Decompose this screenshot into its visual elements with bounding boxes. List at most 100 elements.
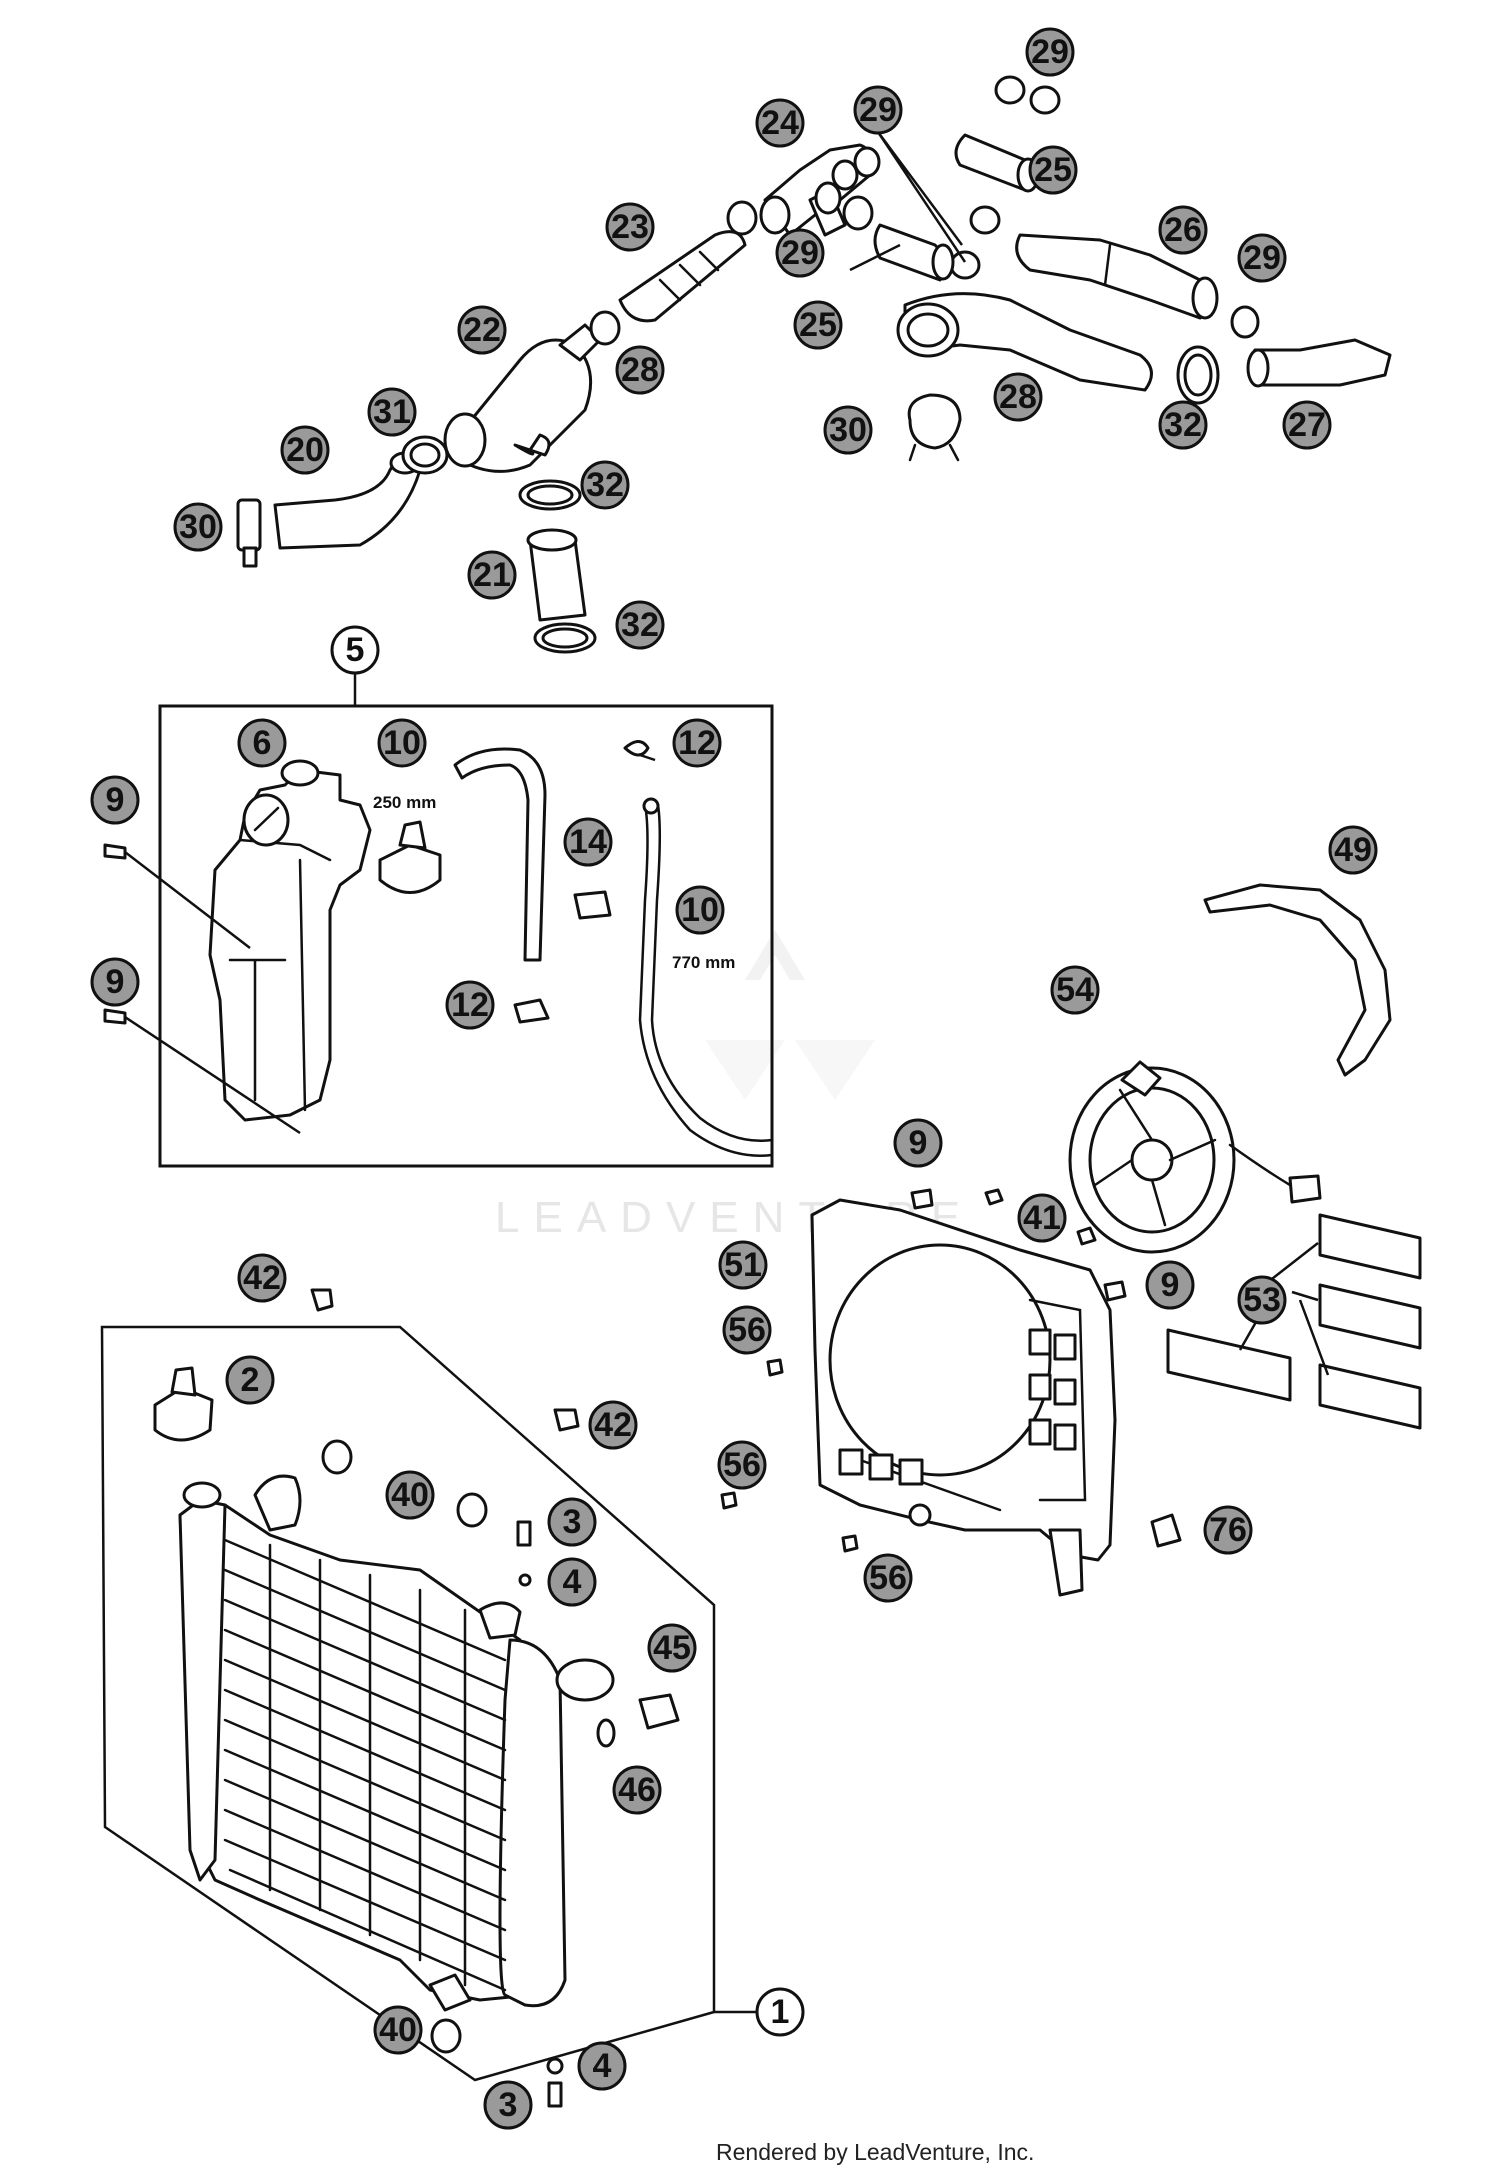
callout-12-upper: 12 <box>672 718 722 768</box>
dimension-label-770: 770 mm <box>672 953 735 972</box>
callout-27: 27 <box>1282 400 1332 450</box>
callout-56-lower: 56 <box>863 1553 913 1603</box>
callout-40-lower: 40 <box>373 2005 423 2055</box>
svg-text:9: 9 <box>909 1124 928 1162</box>
svg-text:10: 10 <box>383 724 421 762</box>
svg-text:24: 24 <box>761 104 799 142</box>
svg-text:41: 41 <box>1023 1199 1061 1237</box>
svg-text:29: 29 <box>1243 239 1281 277</box>
svg-text:2: 2 <box>241 1361 260 1399</box>
svg-text:12: 12 <box>678 724 716 762</box>
watermark-logo-icon <box>705 930 875 1100</box>
svg-text:9: 9 <box>1161 1266 1180 1304</box>
callout-25-lower: 25 <box>793 300 843 350</box>
callout-3-upper: 3 <box>547 1497 597 1547</box>
svg-text:9: 9 <box>106 963 125 1001</box>
svg-text:9: 9 <box>106 781 125 819</box>
callout-30-right: 30 <box>823 405 873 455</box>
callout-32-lower: 32 <box>615 600 665 650</box>
svg-text:28: 28 <box>621 351 659 389</box>
callout-12-lower: 12 <box>445 980 495 1030</box>
callout-2: 2 <box>225 1355 275 1405</box>
callout-56-upper: 56 <box>722 1305 772 1355</box>
svg-text:20: 20 <box>286 431 324 469</box>
svg-text:5: 5 <box>346 631 365 669</box>
callout-10-upper: 10 <box>377 718 427 768</box>
svg-text:76: 76 <box>1209 1511 1247 1549</box>
callout-1: 1 <box>755 1987 805 2037</box>
callout-29-top: 29 <box>1025 27 1075 77</box>
callout-26: 26 <box>1158 205 1208 255</box>
svg-text:32: 32 <box>621 606 659 644</box>
svg-text:46: 46 <box>618 1771 656 1809</box>
svg-text:42: 42 <box>243 1259 281 1297</box>
callout-42-lower: 42 <box>588 1400 638 1450</box>
callout-20: 20 <box>280 425 330 475</box>
callout-10-lower: 10 <box>675 885 725 935</box>
svg-text:26: 26 <box>1164 211 1202 249</box>
svg-text:30: 30 <box>829 411 867 449</box>
svg-text:56: 56 <box>869 1559 907 1597</box>
svg-text:22: 22 <box>463 311 501 349</box>
radiator-fins <box>223 1538 507 1992</box>
callout-45: 45 <box>647 1623 697 1673</box>
svg-text:40: 40 <box>379 2011 417 2049</box>
callout-32-right: 32 <box>1158 400 1208 450</box>
callout-29-mid: 29 <box>775 228 825 278</box>
svg-text:6: 6 <box>253 724 272 762</box>
callout-9-fan-top: 9 <box>893 1118 943 1168</box>
svg-text:4: 4 <box>593 2047 612 2085</box>
svg-text:1: 1 <box>771 1993 790 2031</box>
svg-text:42: 42 <box>594 1406 632 1444</box>
svg-text:23: 23 <box>611 208 649 246</box>
callout-29-upper: 29 <box>853 85 903 135</box>
svg-text:25: 25 <box>1034 151 1072 189</box>
callout-23: 23 <box>605 202 655 252</box>
dimension-label-250: 250 mm <box>373 793 436 812</box>
callout-9-lower-left: 9 <box>90 957 140 1007</box>
svg-text:45: 45 <box>653 1629 691 1667</box>
svg-text:29: 29 <box>1031 33 1069 71</box>
callout-9-fan-right: 9 <box>1145 1260 1195 1310</box>
callout-28-right: 28 <box>993 372 1043 422</box>
credit-text: Rendered by LeadVenture, Inc. <box>716 2139 1034 2165</box>
callout-42-upper: 42 <box>237 1253 287 1303</box>
svg-text:25: 25 <box>799 306 837 344</box>
callout-28-left: 28 <box>615 345 665 395</box>
svg-text:3: 3 <box>563 1503 582 1541</box>
callout-31: 31 <box>367 387 417 437</box>
svg-text:4: 4 <box>563 1563 582 1601</box>
svg-text:49: 49 <box>1334 831 1372 869</box>
svg-text:12: 12 <box>451 986 489 1024</box>
svg-text:56: 56 <box>728 1311 766 1349</box>
callout-24: 24 <box>755 98 805 148</box>
callout-54: 54 <box>1050 965 1100 1015</box>
callout-40-upper: 40 <box>385 1470 435 1520</box>
svg-text:29: 29 <box>859 91 897 129</box>
svg-text:32: 32 <box>1164 406 1202 444</box>
callout-76: 76 <box>1203 1505 1253 1555</box>
svg-text:14: 14 <box>569 823 607 861</box>
callout-4-upper: 4 <box>547 1557 597 1607</box>
svg-text:40: 40 <box>391 1476 429 1514</box>
callout-30-left: 30 <box>173 502 223 552</box>
radiator-assembly <box>100 1288 757 2108</box>
callout-6: 6 <box>237 718 287 768</box>
callout-56-mid: 56 <box>717 1440 767 1490</box>
callout-3-lower: 3 <box>483 2080 533 2130</box>
callout-9-upper-left: 9 <box>90 775 140 825</box>
callout-51: 51 <box>718 1240 768 1290</box>
svg-text:32: 32 <box>586 466 624 504</box>
svg-text:21: 21 <box>473 556 511 594</box>
hose-assembly <box>236 75 1392 654</box>
svg-text:10: 10 <box>681 891 719 929</box>
svg-text:56: 56 <box>723 1446 761 1484</box>
callout-46: 46 <box>612 1765 662 1815</box>
expansion-tank-kit <box>103 672 774 1168</box>
fan-assembly <box>720 883 1422 1597</box>
svg-text:27: 27 <box>1288 406 1326 444</box>
svg-text:29: 29 <box>781 234 819 272</box>
svg-text:53: 53 <box>1243 1281 1281 1319</box>
callout-41: 41 <box>1017 1193 1067 1243</box>
